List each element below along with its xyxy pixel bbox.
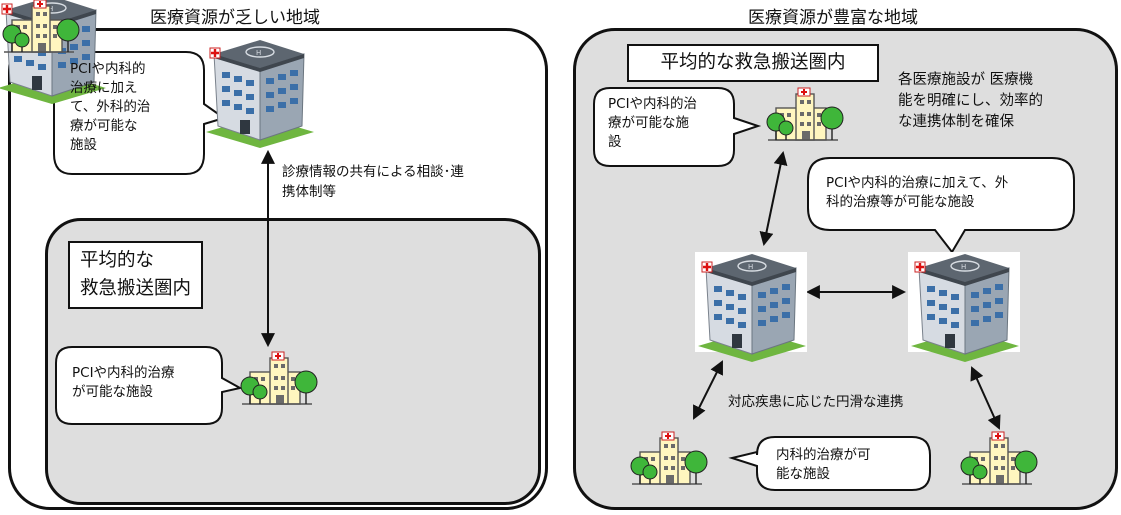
right-bottom-bubble-text: 内科的治療が可 能な施設 xyxy=(776,447,871,482)
left-region xyxy=(8,28,548,510)
left-inner-title: 平均的な 救急搬送圏内 xyxy=(68,241,204,309)
left-bottom-bubble-text: PCIや内科的治療 が可能な施設 xyxy=(72,365,175,400)
left-clinic-icon xyxy=(240,351,318,405)
right-large-bubble-text: PCIや内科的治療に加えて、外 科的治療等が可能な施設 xyxy=(826,175,1009,210)
right-link-note: 対応疾患に応じた円滑な連携 xyxy=(728,394,904,410)
arrow-tl-to-center xyxy=(759,150,788,247)
clinic-icon xyxy=(2,0,80,53)
right-tl-bubble-text: PCIや内科的治 療が可能な施 設 xyxy=(608,96,698,150)
right-bottom-right-clinic-icon xyxy=(960,431,1038,485)
left-region-title: 医療資源が乏しい地域 xyxy=(150,8,320,28)
arrow-right-to-bottom-right xyxy=(970,366,1001,430)
right-coordination-note: 各医療施設が 医療機 能を明確にし、効率的 な連携体制を確保 xyxy=(898,72,1043,130)
arrow-center-to-bottom-left xyxy=(693,360,723,420)
right-bottom-bubble xyxy=(728,436,931,491)
right-large-bubble xyxy=(807,157,1075,254)
left-arrow-note: 診療情報の共有による相談･連 携体制等 xyxy=(282,164,464,200)
right-inner-title: 平均的な救急搬送圏内 xyxy=(627,44,879,82)
left-bottom-bubble xyxy=(55,346,243,425)
right-hospital-icon xyxy=(909,252,1021,364)
right-tl-bubble xyxy=(593,87,762,167)
left-large-hospital-icon xyxy=(204,38,316,150)
right-top-clinic-icon xyxy=(766,87,844,141)
center-hospital-icon xyxy=(696,252,808,364)
left-top-bubble-text: PCIや内科的 治療に加え て、外科的治 療が可能な 施設 xyxy=(70,61,151,153)
right-bottom-left-clinic-icon xyxy=(630,431,708,485)
right-region-title: 医療資源が豊富な地域 xyxy=(748,8,918,28)
